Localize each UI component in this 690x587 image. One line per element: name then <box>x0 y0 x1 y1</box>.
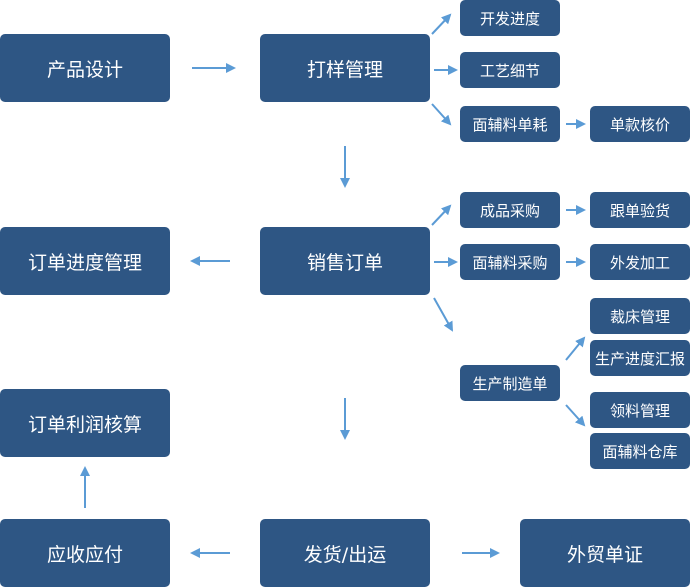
node-outsourced-processing[interactable]: 外发加工 <box>590 244 690 280</box>
node-production-order[interactable]: 生产制造单 <box>460 365 560 401</box>
arrow-production-to-requisition <box>565 404 586 427</box>
node-material-consumption[interactable]: 面辅料单耗 <box>460 106 560 142</box>
node-finished-goods-purchase[interactable]: 成品采购 <box>460 192 560 228</box>
node-sales-order[interactable]: 销售订单 <box>260 227 430 295</box>
node-foreign-trade-documents[interactable]: 外贸单证 <box>520 519 690 587</box>
arrow-sample-to-material-consumption <box>431 103 452 126</box>
node-unit-costing[interactable]: 单款核价 <box>590 106 690 142</box>
arrow-sample-to-dev-progress <box>431 13 452 35</box>
node-sample-management[interactable]: 打样管理 <box>260 34 430 102</box>
node-order-progress-management[interactable]: 订单进度管理 <box>0 227 170 295</box>
node-development-progress[interactable]: 开发进度 <box>460 0 560 36</box>
arrow-production-to-cutting <box>565 336 586 361</box>
arrow-sales-to-production-order <box>433 297 453 332</box>
node-receivables-payables[interactable]: 应收应付 <box>0 519 170 587</box>
node-process-details[interactable]: 工艺细节 <box>460 52 560 88</box>
arrow-sales-to-finished-purchase <box>431 204 452 226</box>
node-material-warehouse[interactable]: 面辅料仓库 <box>590 433 690 469</box>
node-production-progress-report[interactable]: 生产进度汇报 <box>590 340 690 376</box>
node-order-profit-accounting[interactable]: 订单利润核算 <box>0 389 170 457</box>
node-cutting-management[interactable]: 裁床管理 <box>590 298 690 334</box>
node-material-purchase[interactable]: 面辅料采购 <box>460 244 560 280</box>
node-material-requisition[interactable]: 领料管理 <box>590 392 690 428</box>
node-order-inspection[interactable]: 跟单验货 <box>590 192 690 228</box>
node-shipping[interactable]: 发货/出运 <box>260 519 430 587</box>
node-product-design[interactable]: 产品设计 <box>0 34 170 102</box>
